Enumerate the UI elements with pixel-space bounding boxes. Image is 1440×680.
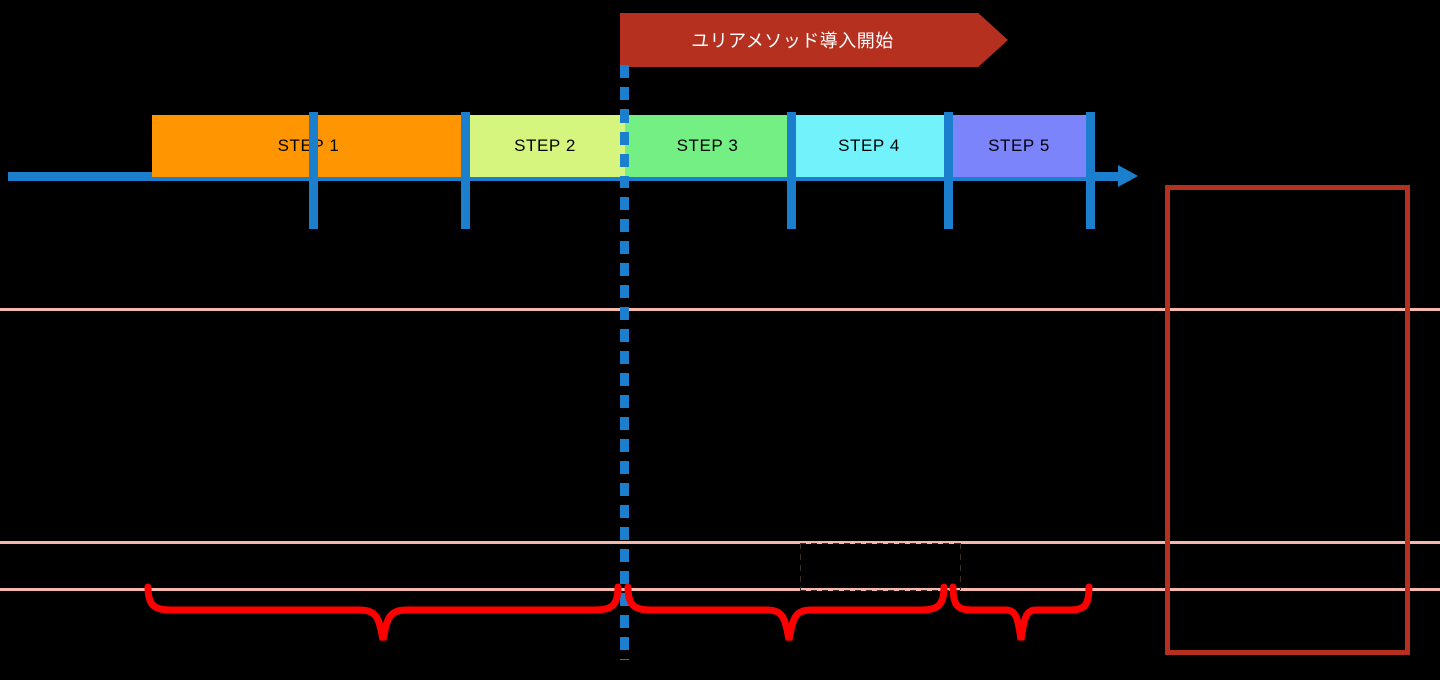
brace-phase-1	[144, 583, 622, 656]
hidden-dashed-region-bottom	[800, 590, 960, 591]
tick-step4-end	[944, 112, 953, 229]
method-start-banner: ユリアメソッド導入開始	[620, 13, 1008, 67]
method-start-marker	[620, 65, 629, 660]
step-bar-1-label: STEP 1	[277, 136, 340, 155]
brace-phase-1-icon	[144, 583, 622, 641]
step-bar-2-label: STEP 2	[514, 136, 576, 155]
step-bar-3-label: STEP 3	[676, 136, 739, 155]
tick-step1-end	[461, 112, 470, 229]
step-bar-4[interactable]: STEP 4	[790, 115, 948, 177]
callout-rectangle	[1165, 185, 1410, 655]
timeline-arrow-icon	[1118, 165, 1138, 187]
brace-phase-3-icon	[949, 583, 1093, 641]
brace-phase-2	[624, 583, 948, 656]
step-bar-3[interactable]: STEP 3	[625, 115, 790, 177]
step-bar-5-label: STEP 5	[988, 136, 1050, 155]
pink-rule-upper	[0, 308, 1440, 311]
step-bar-5[interactable]: STEP 5	[948, 115, 1090, 177]
step-bar-4-label: STEP 4	[838, 136, 900, 155]
step-bar-2[interactable]: STEP 2	[465, 115, 625, 177]
banner-arrow-icon	[620, 13, 1008, 67]
brace-phase-3	[949, 583, 1093, 656]
brace-phase-2-icon	[624, 583, 948, 641]
tick-step1-mid	[309, 112, 318, 229]
hidden-dashed-region-top	[800, 543, 960, 544]
hidden-dashed-region-left	[800, 543, 801, 590]
step-bar-1[interactable]: STEP 1	[152, 115, 465, 177]
hidden-dashed-region-right	[960, 543, 961, 590]
tick-step5-end	[1086, 112, 1095, 229]
tick-step3-end	[787, 112, 796, 229]
pink-rule-middle	[0, 541, 1440, 544]
pink-rule-lower	[0, 588, 1440, 591]
method-start-marker-overlay	[620, 110, 629, 182]
